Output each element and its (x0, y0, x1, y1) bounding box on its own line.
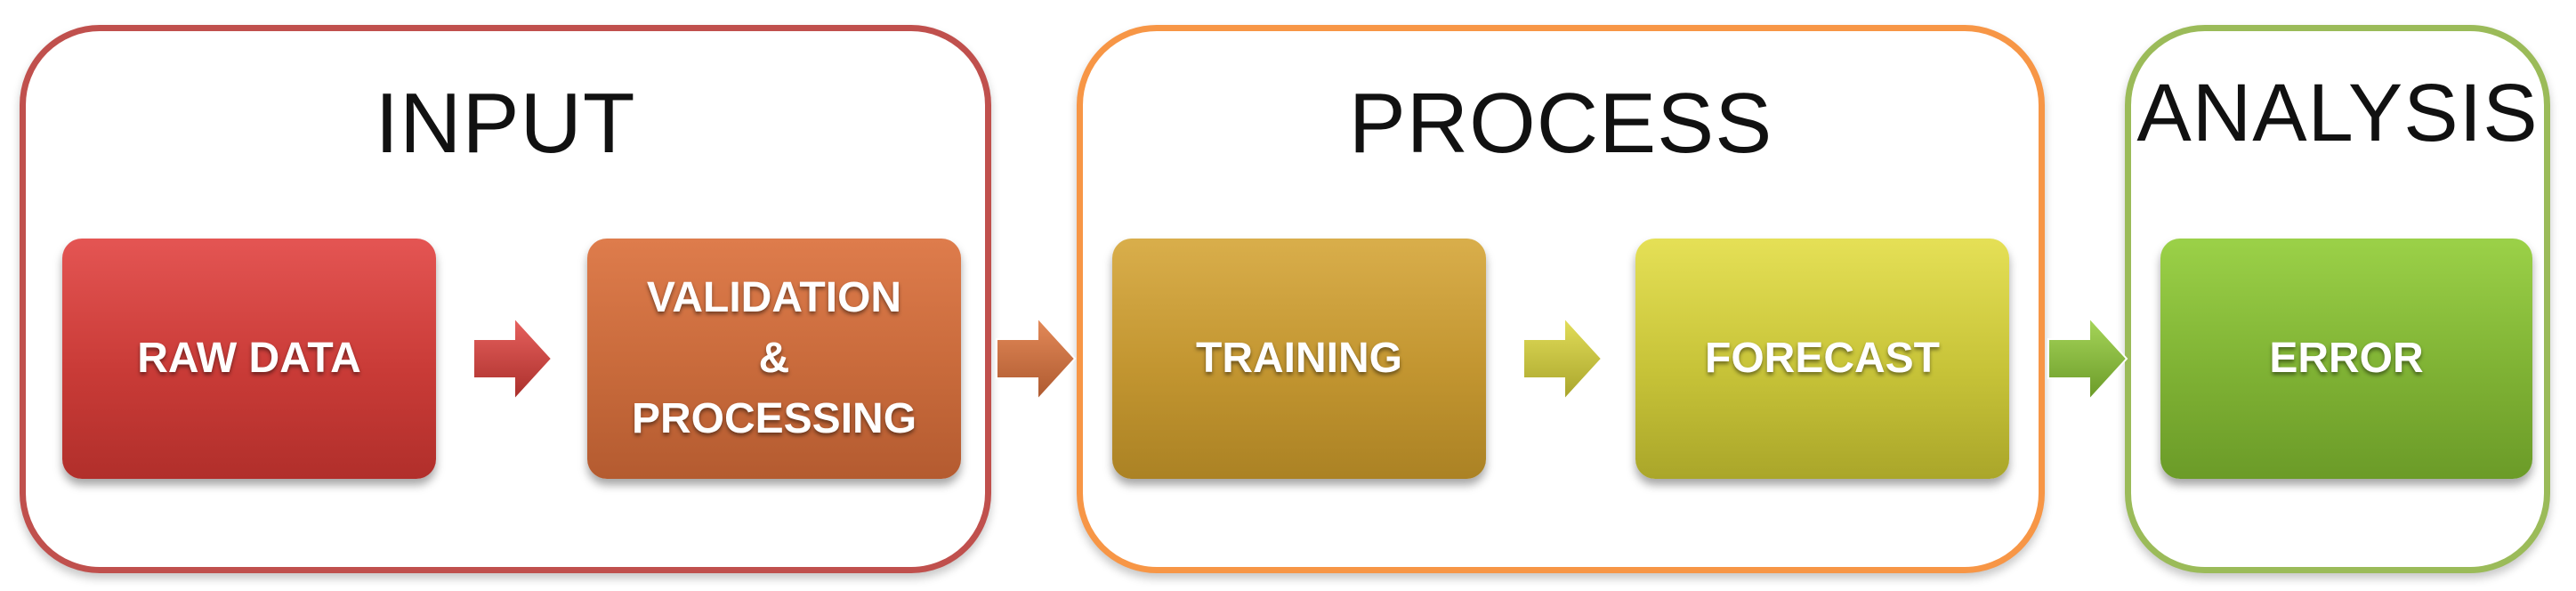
arrow-right-icon (472, 316, 553, 401)
arrow-right-icon (1522, 316, 1603, 401)
process-group-title: PROCESS (1348, 76, 1773, 171)
raw-data-step: RAW DATA (62, 239, 436, 479)
training-step: TRAINING (1112, 239, 1486, 479)
forecast-step: FORECAST (1635, 239, 2009, 479)
input-group-title: INPUT (375, 76, 636, 171)
error-step: ERROR (2160, 239, 2532, 479)
arrow-right-icon (996, 316, 1077, 401)
validation-processing-step: VALIDATION & PROCESSING (587, 239, 961, 479)
arrow-right-icon (2047, 316, 2128, 401)
analysis-group-title: ANALYSIS (2136, 68, 2539, 158)
